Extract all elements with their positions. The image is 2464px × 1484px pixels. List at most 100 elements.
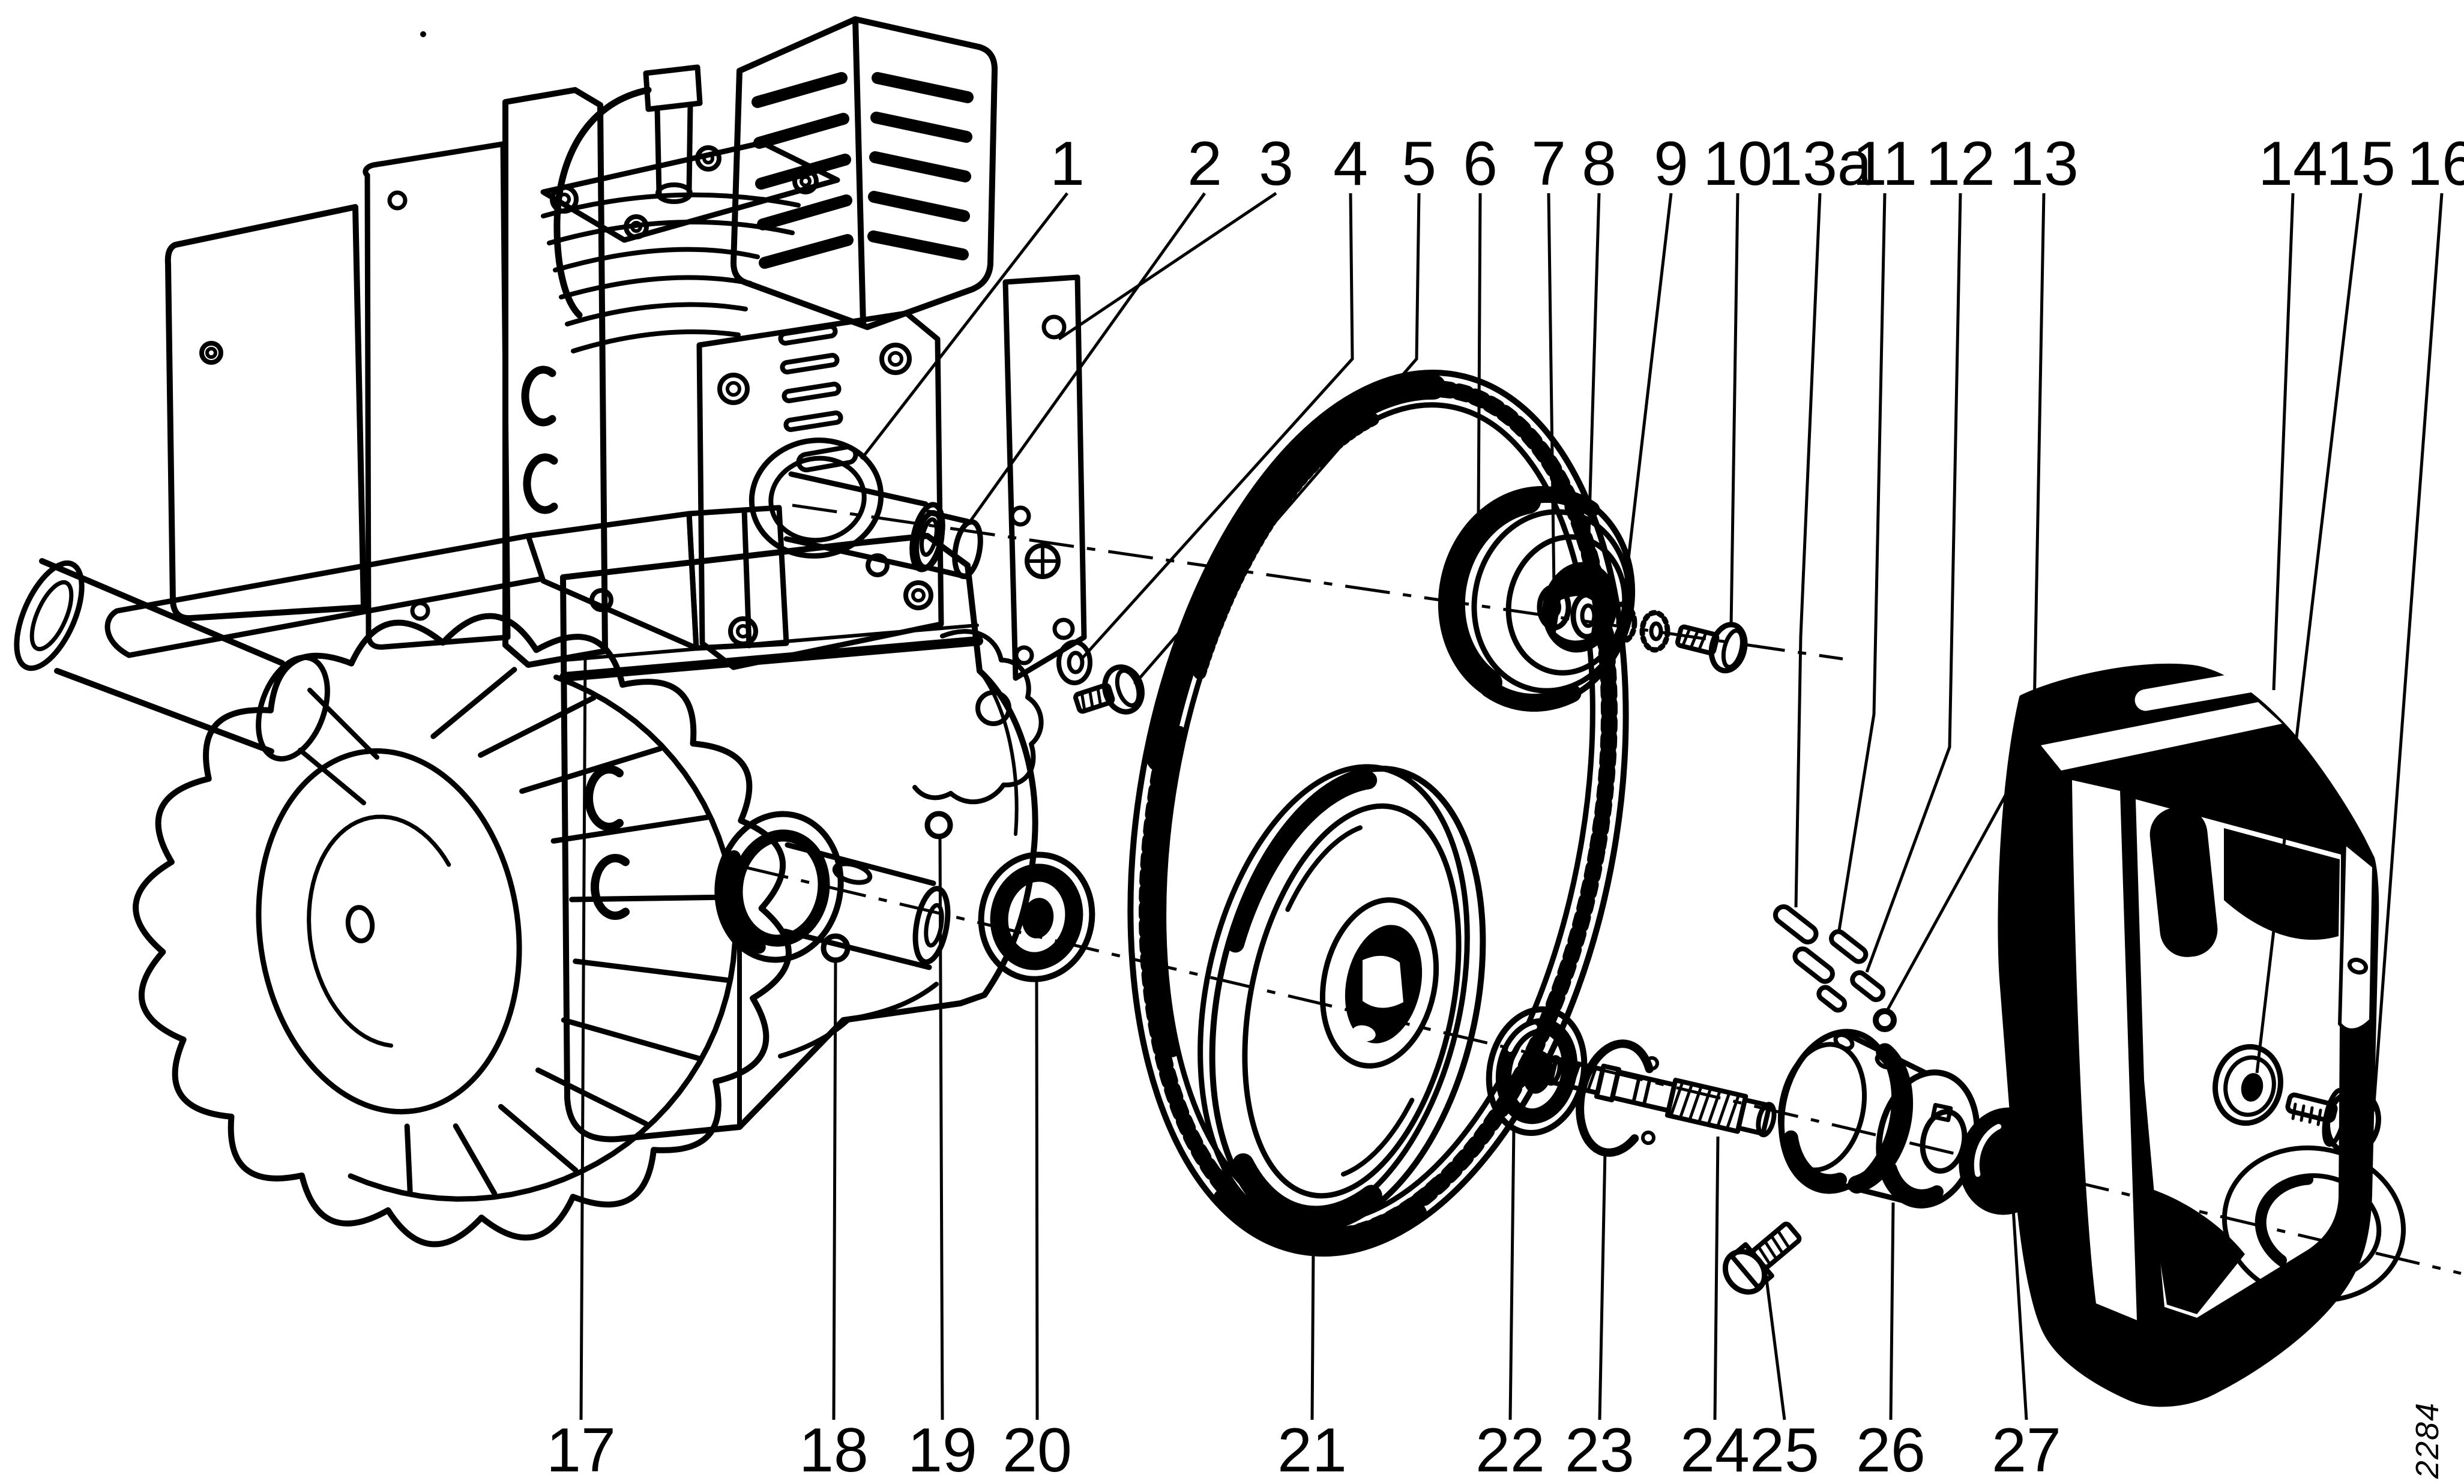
callout-leader-26 <box>1889 1202 1895 1420</box>
detent-ball-19 <box>924 811 953 840</box>
drawing-code: 2284 <box>2409 1402 2445 1479</box>
tread-edge <box>348 674 738 1202</box>
callout-number-18: 18 <box>799 1416 869 1484</box>
engine-assembly <box>164 16 1145 805</box>
callout-leader-14 <box>2272 193 2295 691</box>
cover-tab <box>2337 838 2376 1032</box>
shaft-keyway <box>832 861 873 885</box>
callout-number-13a: 13a <box>1768 129 1872 199</box>
cap-27-glint <box>1974 1124 2002 1177</box>
crank-boss <box>749 437 884 559</box>
callout-leader-2 <box>967 192 1206 524</box>
callout-number-25: 25 <box>1750 1416 1819 1484</box>
callout-leader-21 <box>1310 1248 1315 1420</box>
callout-leader-8 <box>1585 193 1601 596</box>
callout-number-27: 27 <box>1992 1416 2061 1484</box>
flange-bolt <box>866 553 890 577</box>
shroud-slot <box>523 453 558 514</box>
axle-stub <box>298 688 379 805</box>
cover-opening <box>2222 1145 2406 1303</box>
axle-end <box>14 560 85 671</box>
side-panel <box>363 141 511 650</box>
part-1-key <box>796 444 858 473</box>
callout-number-19: 19 <box>908 1416 977 1484</box>
callout-leader-15 <box>2255 193 2363 1074</box>
pulley21-face-mark2 <box>1341 1098 1415 1177</box>
spark-plug-body <box>654 103 693 196</box>
pin-small <box>1816 985 1848 1013</box>
part-4-washer <box>1056 640 1092 685</box>
output-seal <box>730 829 830 947</box>
belt-cover-14 <box>1998 663 2406 1407</box>
callout-leader-25 <box>1764 1274 1786 1420</box>
callout-number-26: 26 <box>1856 1416 1926 1484</box>
callout-leader-16 <box>2372 193 2444 1112</box>
crankcase-bolt-holes <box>717 343 933 646</box>
part-3-adapter-plate <box>1002 274 1087 681</box>
belt-shade-band <box>1146 374 1446 772</box>
belt-bottom-band <box>1213 1189 1427 1255</box>
cover-tab-hole <box>2347 957 2369 975</box>
vent-slot <box>591 854 630 920</box>
callout-leader-23 <box>1598 1150 1607 1420</box>
axle-end-bore <box>29 580 74 652</box>
callout-leader-10 <box>1729 193 1740 627</box>
ball-13 <box>1873 1008 1897 1032</box>
pin-13a-2 <box>1792 946 1835 984</box>
panel-screw <box>387 190 408 211</box>
pulley6-side-shade <box>1438 487 1541 696</box>
panel-bolt-center <box>205 347 217 359</box>
engine-foot-plate <box>525 511 699 651</box>
detent-ball-18 <box>821 933 851 963</box>
setscrew-hole-2 <box>1875 1053 1895 1069</box>
shroud-column <box>502 87 608 668</box>
pulley21-key-notch <box>1352 1025 1376 1042</box>
callout-leader-24 <box>1713 1136 1720 1420</box>
hub-26-band <box>1848 1043 1914 1194</box>
cover-pin-hole <box>2176 877 2188 887</box>
callout-number-10: 10 <box>1703 129 1773 199</box>
callout-number-11: 11 <box>1852 129 1917 199</box>
callout-leader-5 <box>1133 193 1421 685</box>
part-5-bolt <box>1073 664 1145 715</box>
lower-axis <box>744 865 2462 1275</box>
wheel-assembly <box>14 558 792 1248</box>
cover-top-highlight <box>2134 667 2283 711</box>
callout-number-8: 8 <box>1582 129 1616 199</box>
pulley-small-6 <box>1438 485 1636 712</box>
callout-number-22: 22 <box>1475 1416 1545 1484</box>
shaft-24 <box>1544 1055 1777 1138</box>
hub-26-keyway <box>1930 1103 1953 1122</box>
bracket-bar <box>104 533 543 658</box>
cover-face-shadow <box>2224 828 2340 940</box>
pins-11-12-13-13a <box>1773 904 1897 1032</box>
pulley21-hub <box>1319 897 1439 1069</box>
callout-number-6: 6 <box>1463 129 1498 199</box>
callout-leader-9 <box>1621 193 1673 605</box>
output-boss <box>714 811 844 963</box>
axis-centerlines <box>744 503 2462 1275</box>
callout-leader-11 <box>1837 193 1887 931</box>
washer-8-bore <box>1580 603 1597 628</box>
bearing-20 <box>978 852 1095 982</box>
belt-hatch <box>1149 725 1187 1057</box>
callout-number-21: 21 <box>1277 1416 1347 1484</box>
pulley21-face-mark <box>1285 825 1363 912</box>
tread-lugs <box>404 667 733 1197</box>
washer-7-bore <box>1549 598 1561 617</box>
lock-washer-9-bore <box>1616 613 1630 633</box>
flange-bolt <box>589 588 613 612</box>
drive-belt <box>1127 370 1629 1257</box>
crankcase-face <box>696 310 944 670</box>
spark-plug-wire <box>553 86 652 319</box>
callout-number-12: 12 <box>1926 129 1995 199</box>
callout-leader-6 <box>1477 193 1482 518</box>
casting-squiggle <box>912 629 1044 805</box>
callout-number-13: 13 <box>2009 129 2079 199</box>
hub-26-shade <box>1783 1130 1847 1189</box>
callout-leader-12 <box>1865 193 1962 973</box>
belt-teeth-over-pulley6 <box>1576 528 1617 830</box>
lock-washer-9b-bore <box>1649 621 1663 641</box>
setscrew-hole <box>1833 1033 1855 1051</box>
